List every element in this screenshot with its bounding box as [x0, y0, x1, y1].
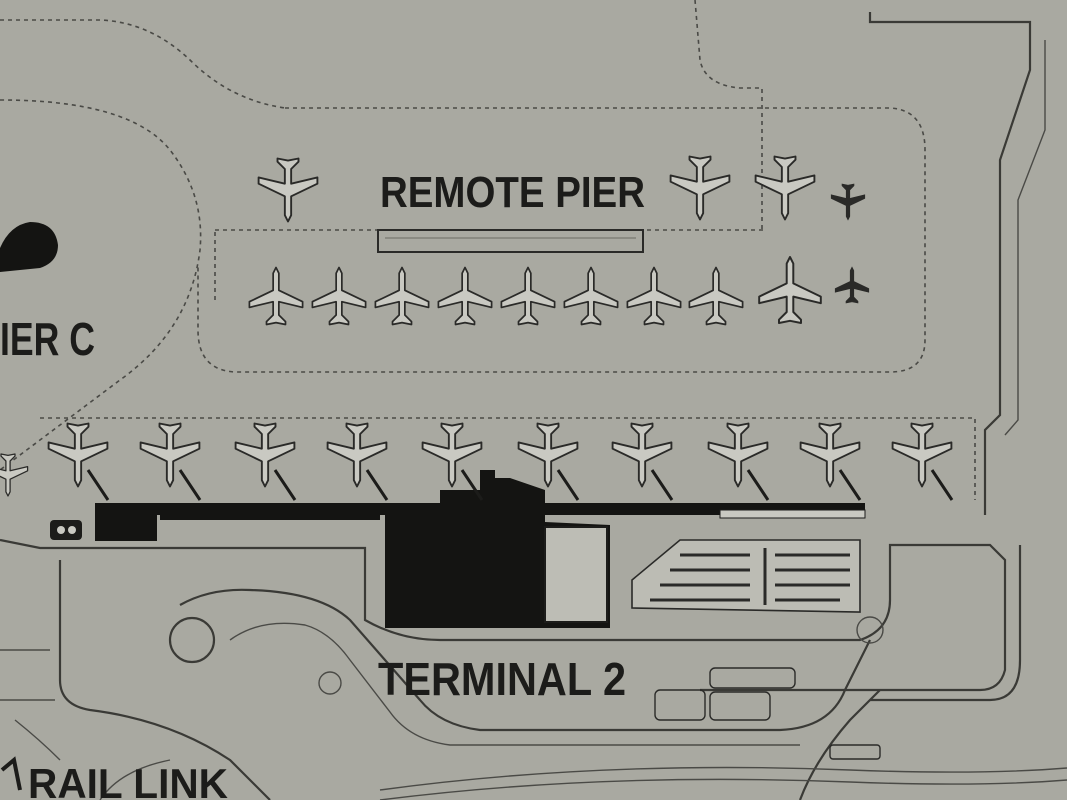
remote-apron-boundary — [197, 107, 926, 373]
roundabout-east — [856, 616, 884, 644]
pier-c-building — [0, 222, 58, 272]
upper-taxiway-line — [0, 19, 286, 109]
airplane-icon — [669, 155, 731, 221]
airplane-icon — [891, 422, 953, 488]
airplane-icon — [421, 422, 483, 488]
pier-c-label: IER C — [0, 313, 95, 365]
jet-bridge — [86, 469, 110, 501]
airplane-icon — [437, 266, 493, 326]
concourse-east-end — [719, 509, 866, 519]
airplane-icon — [47, 422, 109, 488]
pier-c-apron-boundary — [0, 99, 202, 471]
airplane-icon — [758, 256, 822, 324]
jet-bridge — [650, 469, 674, 501]
airplane-icon — [0, 453, 29, 497]
terminal-courtyard — [544, 526, 608, 623]
roundabout-small — [318, 671, 342, 695]
airplane-icon — [311, 266, 367, 326]
airplane-icon — [374, 266, 430, 326]
airplane-icon — [688, 266, 744, 326]
airplane-icon — [611, 422, 673, 488]
airplane-icon — [830, 183, 866, 221]
southbound-road — [798, 689, 881, 800]
airplane-icon — [834, 266, 870, 304]
remote-pier-label: REMOTE PIER — [380, 168, 645, 217]
forecourt-parking — [654, 667, 881, 760]
airplane-icon — [248, 266, 304, 326]
airplane-icon — [517, 422, 579, 488]
right-taxiway-line — [694, 0, 763, 230]
access-road — [0, 649, 171, 800]
inner-loop-road — [179, 588, 871, 732]
car-park-rows — [650, 548, 850, 605]
control-annex — [50, 520, 82, 540]
rail-link-label: RAIL LINK — [28, 760, 228, 800]
airplane-icon — [500, 266, 556, 326]
jet-bridge — [930, 469, 954, 501]
perimeter-road-inner — [1004, 40, 1046, 436]
remote-pier-building — [377, 229, 644, 253]
rail-arrow-icon — [0, 756, 22, 791]
jet-bridge — [838, 469, 862, 501]
concourse-west-end — [95, 515, 157, 541]
airplane-icon — [563, 266, 619, 326]
terminal-forecourt-road — [0, 538, 1007, 692]
perimeter-road — [868, 12, 1032, 515]
airplane-icon — [139, 422, 201, 488]
annex-marker — [68, 526, 76, 534]
roundabout-west — [168, 616, 216, 664]
aircraft-layer — [0, 155, 954, 501]
airplane-icon — [754, 155, 816, 221]
rail-track — [379, 766, 1067, 800]
jet-bridge — [178, 469, 202, 501]
car-park — [631, 539, 861, 613]
jet-bridge — [746, 469, 770, 501]
loop-road-lane — [229, 622, 800, 746]
airplane-icon — [799, 422, 861, 488]
jet-bridge — [460, 469, 484, 501]
airplane-icon — [707, 422, 769, 488]
jet-bridge — [556, 469, 580, 501]
jet-bridge — [273, 469, 297, 501]
east-road — [870, 545, 1022, 702]
airplane-icon — [626, 266, 682, 326]
airplane-icon — [326, 422, 388, 488]
airplane-icon — [257, 157, 319, 223]
terminal-2-label: TERMINAL 2 — [378, 653, 626, 705]
outer-loop-road — [58, 560, 271, 800]
jet-bridge — [365, 469, 389, 501]
annex-marker — [57, 526, 65, 534]
airplane-icon — [234, 422, 296, 488]
concourse-lower-edge — [160, 515, 380, 520]
